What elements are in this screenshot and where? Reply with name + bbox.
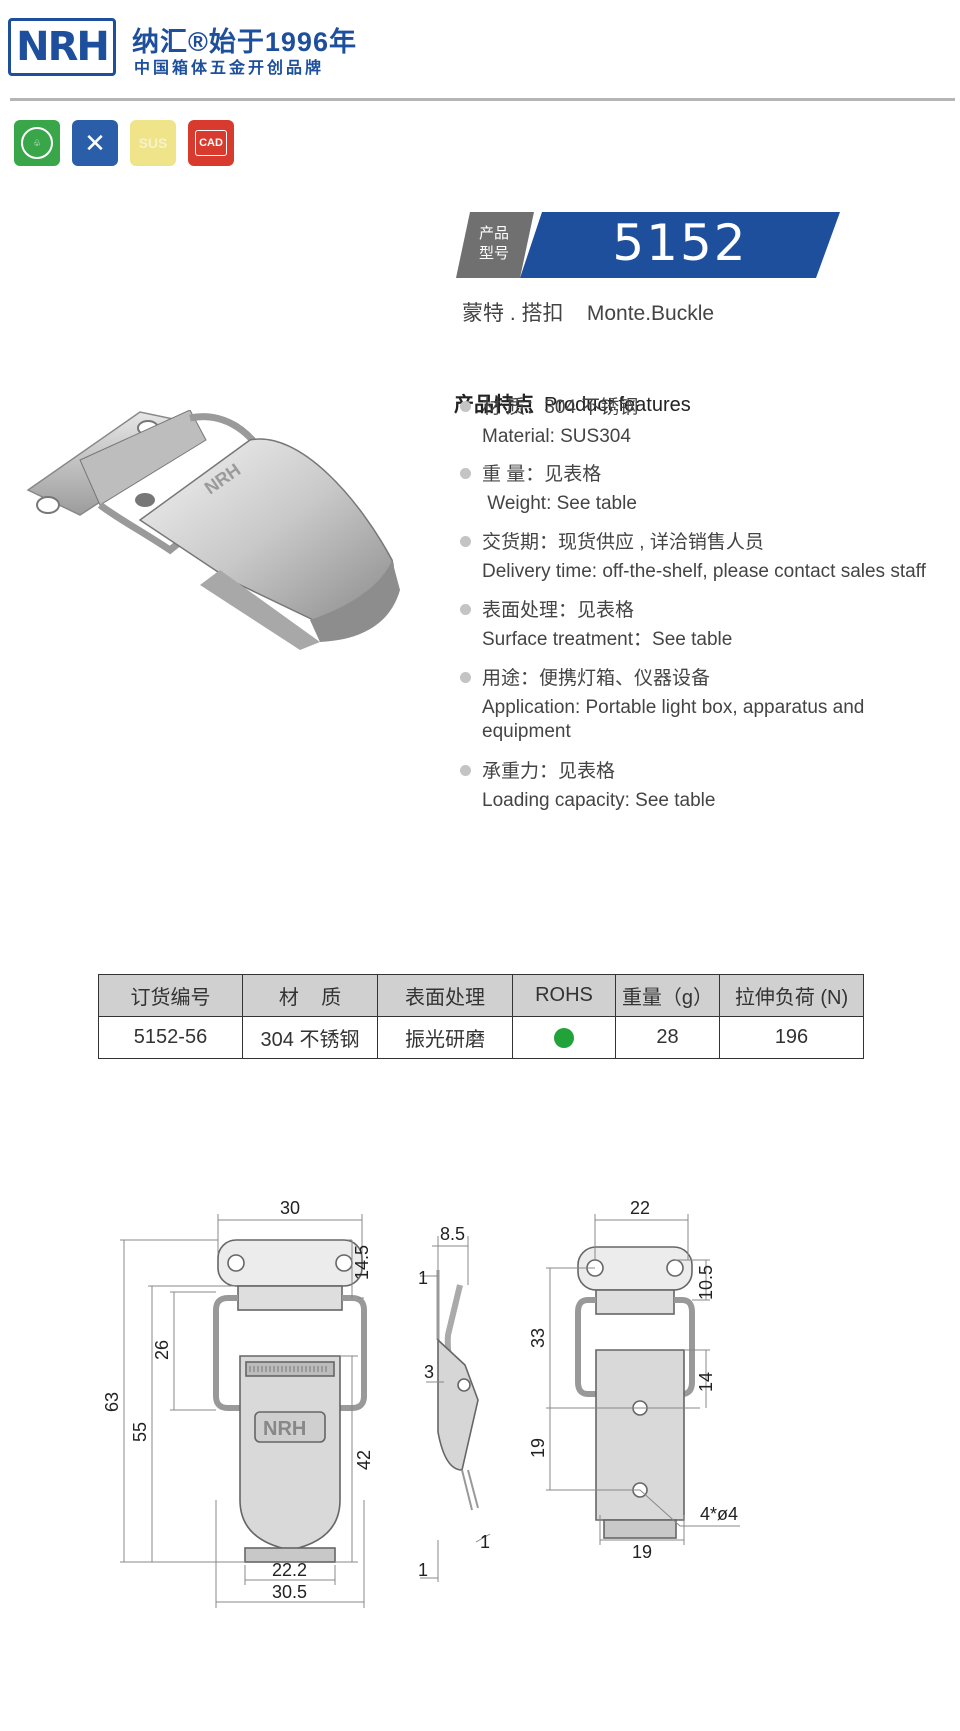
svg-text:10.5: 10.5: [696, 1265, 716, 1300]
bullet-icon: [460, 536, 471, 547]
col-weight: 重量（g）: [615, 974, 720, 1017]
svg-text:33: 33: [528, 1328, 548, 1348]
svg-text:42: 42: [354, 1450, 374, 1470]
svg-text:22.2: 22.2: [272, 1560, 307, 1580]
col-surface: 表面处理: [377, 974, 513, 1017]
svg-text:63: 63: [102, 1392, 122, 1412]
technical-drawing: NRH 30: [102, 1198, 740, 1608]
col-order-code: 订货编号: [98, 974, 243, 1017]
cell-order-code: 5152-56: [98, 1016, 243, 1059]
front-view: NRH 30: [102, 1198, 374, 1608]
svg-text:8.5: 8.5: [440, 1224, 465, 1244]
col-rohs: ROHS: [512, 974, 616, 1017]
cad-icon: CAD: [188, 120, 234, 166]
model-tag-label: 产品 型号: [478, 225, 509, 262]
svg-text:22: 22: [630, 1198, 650, 1218]
svg-text:19: 19: [528, 1438, 548, 1458]
drawing-logo: NRH: [263, 1418, 306, 1440]
col-load: 拉伸负荷 (N): [719, 974, 864, 1017]
svg-text:4*ø4: 4*ø4: [700, 1504, 738, 1524]
cell-weight: 28: [615, 1016, 720, 1059]
bullet-icon: [460, 672, 471, 683]
model-number-banner: [520, 212, 840, 278]
cell-rohs: [512, 1016, 616, 1059]
bullet-icon: [460, 468, 471, 479]
model-number: 5152: [612, 214, 748, 272]
model-tag-shape: [456, 212, 534, 278]
back-view: 22 10.5 33 14 19 19 4*ø4: [528, 1198, 740, 1562]
nrh-logo: NRH: [8, 18, 116, 76]
product-name: 蒙特 . 搭扣 Monte.Buckle: [462, 302, 715, 325]
side-view: 8.5 1 3 1 1: [418, 1224, 491, 1582]
sus-icon: SUS: [130, 120, 176, 166]
svg-text:30: 30: [280, 1198, 300, 1218]
logo-text: NRH: [16, 24, 110, 70]
svg-text:1: 1: [418, 1560, 428, 1580]
table-header-row: 订货编号 材 质 表面处理 ROHS 重量（g） 拉伸负荷 (N): [98, 974, 864, 1017]
table-row: 5152-56 304 不锈钢 振光研磨 28 196: [98, 1016, 864, 1059]
cell-material: 304 不锈钢: [242, 1016, 378, 1059]
tools-icon: ✕: [72, 120, 118, 166]
bullet-icon: [460, 604, 471, 615]
svg-text:14: 14: [696, 1372, 716, 1392]
brand-subtitle: 中国箱体五金开创品牌: [134, 60, 325, 77]
certification-badges: ♧ ✕ SUS CAD: [14, 120, 234, 166]
svg-text:30.5: 30.5: [272, 1582, 307, 1602]
svg-text:3: 3: [424, 1362, 434, 1382]
header-divider: [10, 98, 955, 101]
eco-icon: ♧: [14, 120, 60, 166]
svg-text:14.5: 14.5: [352, 1245, 372, 1280]
product-photo: NRH: [26, 410, 400, 650]
cell-surface: 振光研磨: [377, 1016, 513, 1059]
rohs-compliant-icon: [554, 1027, 574, 1048]
svg-text:1: 1: [480, 1532, 490, 1552]
spec-table: 订货编号 材 质 表面处理 ROHS 重量（g） 拉伸负荷 (N) 5152-5…: [98, 974, 864, 1059]
svg-text:19: 19: [632, 1542, 652, 1562]
brand-slogan: 纳汇®始于1996年: [132, 27, 357, 57]
col-material: 材 质: [242, 974, 378, 1017]
svg-text:55: 55: [130, 1422, 150, 1442]
bullet-icon: [460, 765, 471, 776]
cell-load: 196: [719, 1016, 864, 1059]
svg-text:1: 1: [418, 1268, 428, 1288]
bullet-icon: [460, 401, 471, 412]
svg-text:26: 26: [152, 1340, 172, 1360]
